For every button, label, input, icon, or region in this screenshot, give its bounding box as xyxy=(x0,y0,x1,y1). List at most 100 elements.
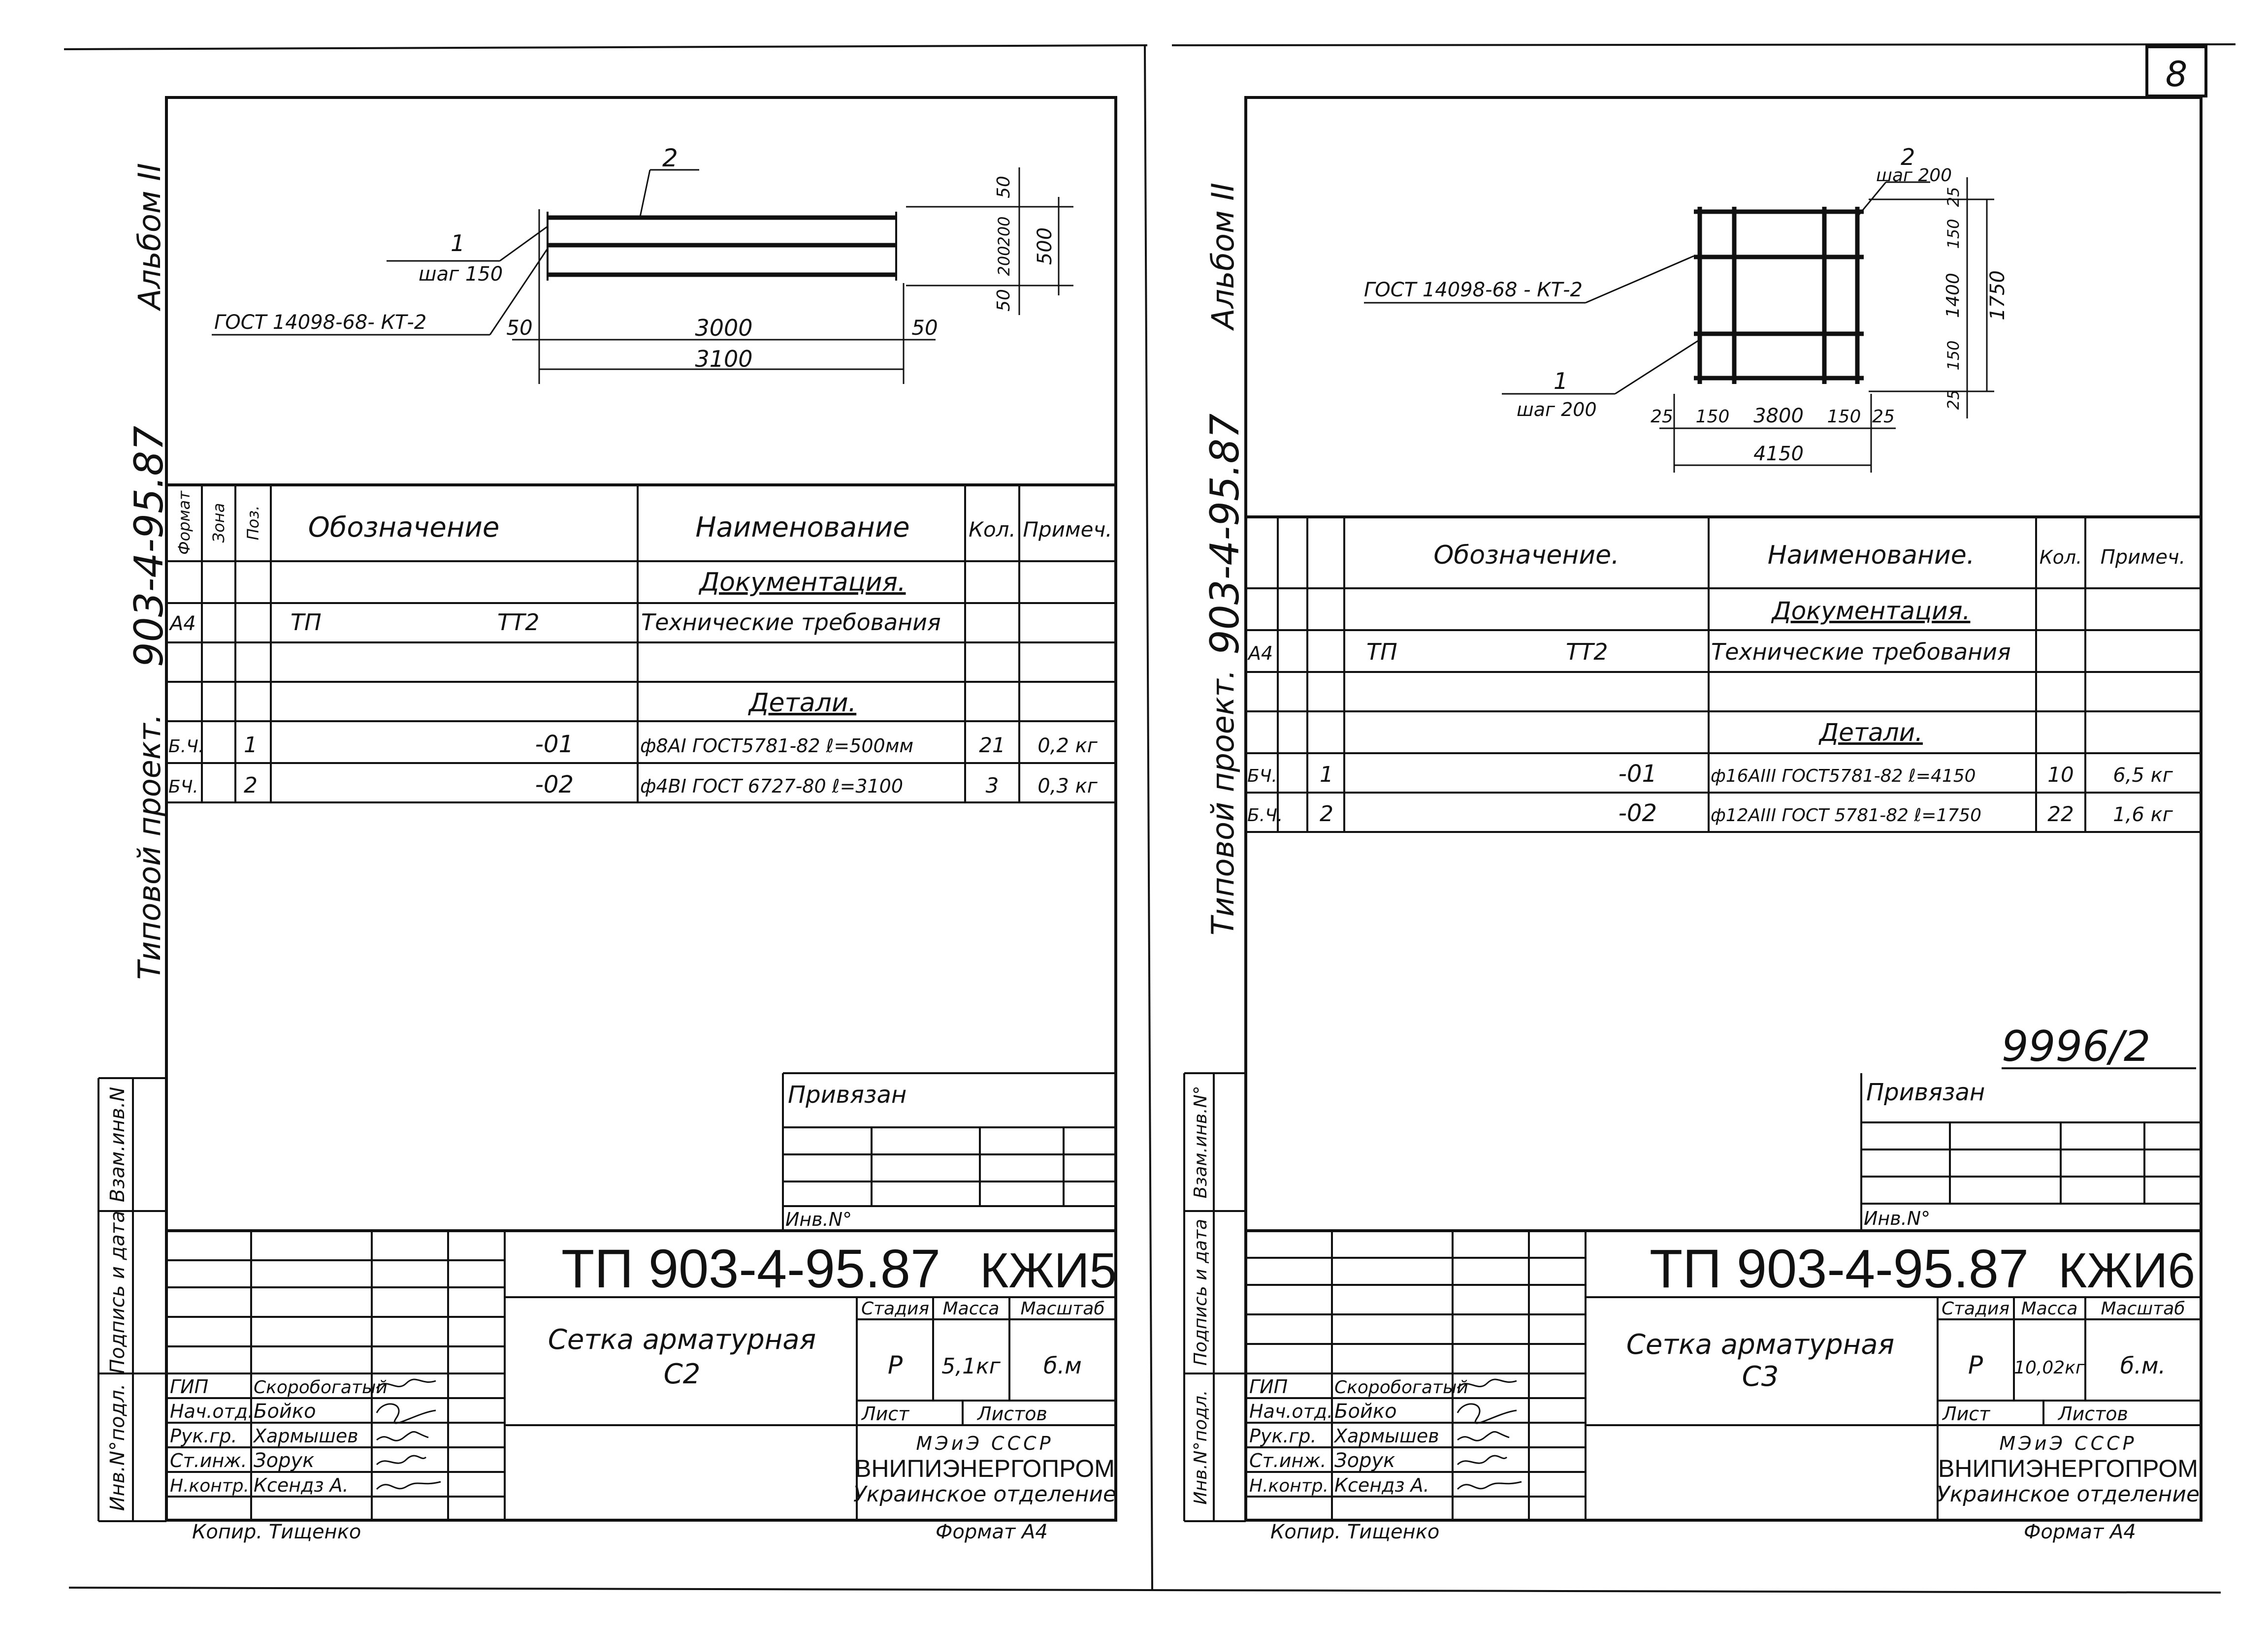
role-group-lead: Рук.гр. xyxy=(1249,1425,1317,1447)
signature-scribbles xyxy=(1457,1378,1522,1490)
role-head-dept: Нач.отд. xyxy=(170,1401,254,1422)
doc-name: Технические требования xyxy=(1711,638,2011,665)
part-0-designation: -01 xyxy=(1619,760,1657,788)
sheet-right: Взам.инв.N° Подпись и дата Инв.N°подл. А… xyxy=(1183,96,2203,1543)
stage-value: Р xyxy=(888,1351,903,1379)
dim-v-2: 1400 xyxy=(1943,273,1963,318)
dim-h-3: 150 xyxy=(1827,407,1861,427)
dim-h-3: 3100 xyxy=(695,346,752,372)
title-block: ТП 903-4-95.87 КЖИ5 Сетка арматурная С2 … xyxy=(166,1229,1117,1543)
dim-h-4: 25 xyxy=(1872,407,1895,427)
part-0-name: ф8АI ГОСТ5781-82 ℓ=500мм xyxy=(640,735,913,757)
format-label: Формат А4 xyxy=(2024,1521,2136,1543)
scale-value: б.м. xyxy=(2120,1352,2166,1379)
spec-table: Обозначение. Наименование. Кол. Примеч. … xyxy=(1246,515,2201,833)
role-gip: ГИП xyxy=(170,1376,208,1398)
dim-v-0: 25 xyxy=(1944,187,1963,207)
header-zone: Зона xyxy=(209,503,228,543)
part-1-name: ф4ВI ГОСТ 6727-80 ℓ=3100 xyxy=(640,775,903,797)
album-label: Альбом II xyxy=(1205,183,1241,331)
stage-value: Р xyxy=(1968,1351,1983,1379)
header-note: Примеч. xyxy=(1023,517,1112,542)
sheets-label: Листов xyxy=(976,1403,1047,1425)
leader-pos-1: 1 xyxy=(1554,368,1568,394)
part-1-pos: 2 xyxy=(244,773,258,798)
signature-scribbles xyxy=(376,1378,441,1490)
dim-v-3: 150 xyxy=(1944,340,1963,370)
stamp-number: 9996/2 xyxy=(2002,1022,2151,1071)
org-ministry: МЭиЭ СССР xyxy=(1999,1433,2137,1454)
doc-code: ТТ2 xyxy=(1566,638,1608,665)
leader-pos-2: 2 xyxy=(1901,144,1915,170)
sheets-label: Листов xyxy=(2057,1403,2128,1425)
step-bot-label: шаг 200 xyxy=(1517,399,1597,420)
header-designation: Обозначение. xyxy=(1433,541,1619,570)
side-label-inv-replace: Взам.инв.N° xyxy=(1191,1085,1211,1198)
role-norm-control: Н.контр. xyxy=(1249,1476,1328,1496)
part-0-pos: 1 xyxy=(1320,762,1333,787)
step-label: шаг 150 xyxy=(419,263,503,286)
side-label-inv-replace: Взам.инв.N xyxy=(106,1087,129,1202)
org-institute: ВНИПИЭНЕРГОПРОМ xyxy=(1938,1455,2198,1482)
dim-v-3: 50 xyxy=(994,289,1014,312)
scale-label: Масштаб xyxy=(1020,1299,1104,1319)
name-head-dept: Бойко xyxy=(1334,1400,1397,1423)
mass-label: Масса xyxy=(943,1299,1000,1319)
doc-name: Технические требования xyxy=(641,609,941,636)
product-name-line2: С3 xyxy=(1742,1361,1779,1393)
dim-h-2: 50 xyxy=(911,316,938,340)
part-1-qty: 22 xyxy=(2047,802,2074,826)
org-ministry: МЭиЭ СССР xyxy=(916,1433,1053,1454)
doc-format: А4 xyxy=(168,612,196,635)
scale-label: Масштаб xyxy=(2101,1299,2185,1319)
part-0-format: БЧ. xyxy=(1247,766,1277,786)
side-label-inv-original: Инв.N°подл. xyxy=(106,1384,129,1511)
project-code-vertical: 903-4-95.87 xyxy=(1202,414,1248,655)
name-group-lead: Хармышев xyxy=(1333,1425,1439,1447)
header-name: Наименование xyxy=(695,511,909,543)
header-note: Примеч. xyxy=(2101,546,2186,569)
part-0-qty: 10 xyxy=(2047,763,2074,787)
doc-mark: КЖИ6 xyxy=(2058,1243,2195,1298)
product-name-line1: Сетка арматурная xyxy=(548,1324,816,1356)
privyazan-block: Привязан Инв.N° xyxy=(1860,1073,2201,1231)
dim-h-1: 3000 xyxy=(695,315,752,341)
doc-code: ТТ2 xyxy=(497,609,539,636)
sheet-left: Взам.инв.N Подпись и дата Инв.N°подл. Ал… xyxy=(97,96,1117,1543)
mass-value: 5,1кг xyxy=(941,1354,1001,1379)
typical-project-label: Типовой проект. xyxy=(1205,670,1241,935)
copier-label: Копир. Тищенко xyxy=(1270,1521,1439,1543)
side-label-signature-date: Подпись и дата xyxy=(1191,1219,1211,1366)
inv-label: Инв.N° xyxy=(785,1209,852,1230)
dim-v-0: 50 xyxy=(994,176,1014,198)
dim-v-1: 200 xyxy=(995,216,1013,246)
role-senior-eng: Ст.инж. xyxy=(1249,1450,1327,1471)
part-1-format: Б.Ч. xyxy=(1247,805,1283,826)
dim-v-4: 500 xyxy=(1034,227,1056,265)
org-branch: Украинское отделение xyxy=(1937,1482,2200,1507)
role-gip: ГИП xyxy=(1249,1376,1288,1398)
name-head-dept: Бойко xyxy=(254,1400,316,1423)
part-0-qty: 21 xyxy=(979,733,1005,757)
header-pos: Поз. xyxy=(244,506,262,541)
part-0-format: Б.Ч. xyxy=(168,736,204,757)
mesh-drawing-c2: 50 3000 50 3100 50 200 200 50 500 2 1 ша… xyxy=(212,144,1073,384)
side-label-inv-original: Инв.N°подл. xyxy=(1191,1390,1211,1505)
org-branch: Украинское отделение xyxy=(853,1482,1116,1507)
product-name-line1: Сетка арматурная xyxy=(1626,1329,1894,1361)
dim-v-1: 150 xyxy=(1944,219,1963,249)
dim-v-5: 1750 xyxy=(1986,270,2009,320)
part-1-note: 1,6 кг xyxy=(2113,803,2173,826)
privyazan-label: Привязан xyxy=(1866,1079,1985,1106)
header-qty: Кол. xyxy=(969,517,1016,542)
inv-label: Инв.N° xyxy=(1864,1208,1930,1229)
section-parts: Детали. xyxy=(748,688,856,718)
spec-table: Формат Зона Поз. Обозначение Наименовани… xyxy=(166,483,1116,803)
section-parts: Детали. xyxy=(1818,718,1923,747)
part-1-designation: -02 xyxy=(1619,799,1657,827)
part-1-note: 0,3 кг xyxy=(1037,775,1098,798)
role-norm-control: Н.контр. xyxy=(170,1476,249,1496)
album-label: Альбом II xyxy=(131,163,167,312)
part-1-name: ф12АIII ГОСТ 5781-82 ℓ=1750 xyxy=(1711,805,1981,826)
